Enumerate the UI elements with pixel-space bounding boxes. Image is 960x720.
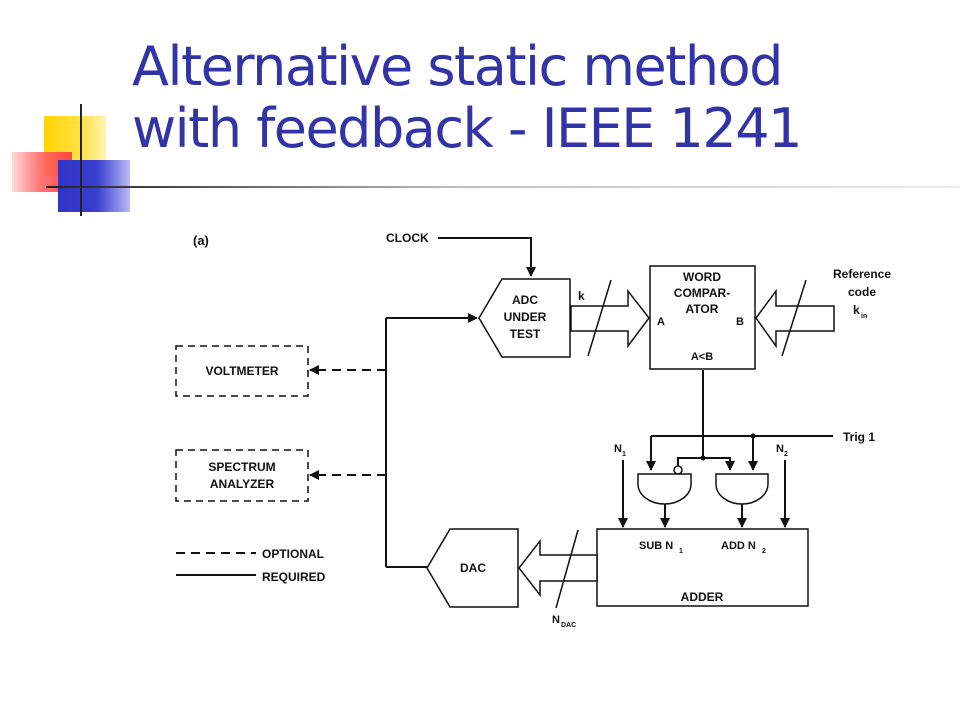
slide-title: Alternative static method with feedback … [132, 36, 932, 160]
port-a-label: A [657, 316, 665, 328]
legend-required-label: REQUIRED [262, 570, 326, 584]
clock-label: CLOCK [386, 231, 429, 245]
reference-bus-arrow [755, 288, 835, 349]
panel-label: (a) [193, 233, 209, 248]
spectrum-analyzer-block [175, 449, 309, 502]
n1-label: N [614, 443, 622, 455]
title-underline [46, 186, 960, 188]
dac-label: DAC [460, 561, 486, 575]
n2-sub: 2 [784, 451, 788, 458]
comparator-label-3: ATOR [686, 302, 719, 316]
decor-vertical-line [80, 104, 82, 216]
k-bus-label: k [578, 289, 585, 303]
sub-label-sub: 1 [679, 548, 683, 555]
reference-k-sub: in [861, 313, 867, 320]
inverter-bubble [673, 465, 683, 475]
adc-under-test-block [478, 278, 571, 358]
ndac-sub: DAC [561, 622, 576, 629]
comparator-to-gate2 [703, 457, 735, 471]
adc-label-3: TEST [510, 327, 541, 341]
adder-label: ADDER [681, 590, 724, 604]
comparator-label-1: WORD [683, 270, 721, 284]
spectrum-label-1: SPECTRUM [208, 460, 275, 474]
k-bus-arrow [570, 288, 650, 349]
comparator-output-label: A<B [691, 351, 713, 363]
dac-block [426, 528, 519, 608]
ndac-label: N [552, 614, 560, 626]
voltmeter-block [175, 345, 309, 397]
n2-label: N [776, 443, 784, 455]
adc-label-2: UNDER [504, 310, 547, 324]
comparator-to-gate1 [677, 457, 703, 466]
comparator-label-2: COMPAR- [674, 286, 730, 300]
legend-optional-label: OPTIONAL [262, 547, 324, 561]
trig-label: Trig 1 [843, 430, 875, 444]
add-label-sub: 2 [762, 548, 766, 555]
word-comparator-block [649, 265, 756, 370]
k-bus-slash [587, 279, 612, 357]
ndac-bus-slash [555, 529, 579, 609]
and-gate-sub [637, 473, 692, 505]
reference-bus-slash [781, 279, 807, 357]
voltmeter-label: VOLTMETER [205, 364, 278, 378]
sub-label: SUB N [639, 540, 673, 552]
reference-label-2: code [848, 285, 876, 299]
ndac-bus-arrow [518, 538, 598, 598]
title-line-2: with feedback - IEEE 1241 [132, 97, 802, 160]
adc-label-1: ADC [512, 293, 538, 307]
junction-dot-trig [750, 433, 756, 439]
add-label: ADD N [721, 540, 756, 552]
spectrum-label-2: ANALYZER [210, 477, 275, 491]
title-line-1: Alternative static method [132, 35, 783, 98]
port-b-label: B [736, 316, 744, 328]
and-gate-add [715, 473, 769, 505]
reference-k-label: k [853, 303, 860, 317]
reference-label-1: Reference [833, 267, 891, 281]
n1-sub: 1 [622, 451, 626, 458]
clock-wire [438, 237, 536, 277]
